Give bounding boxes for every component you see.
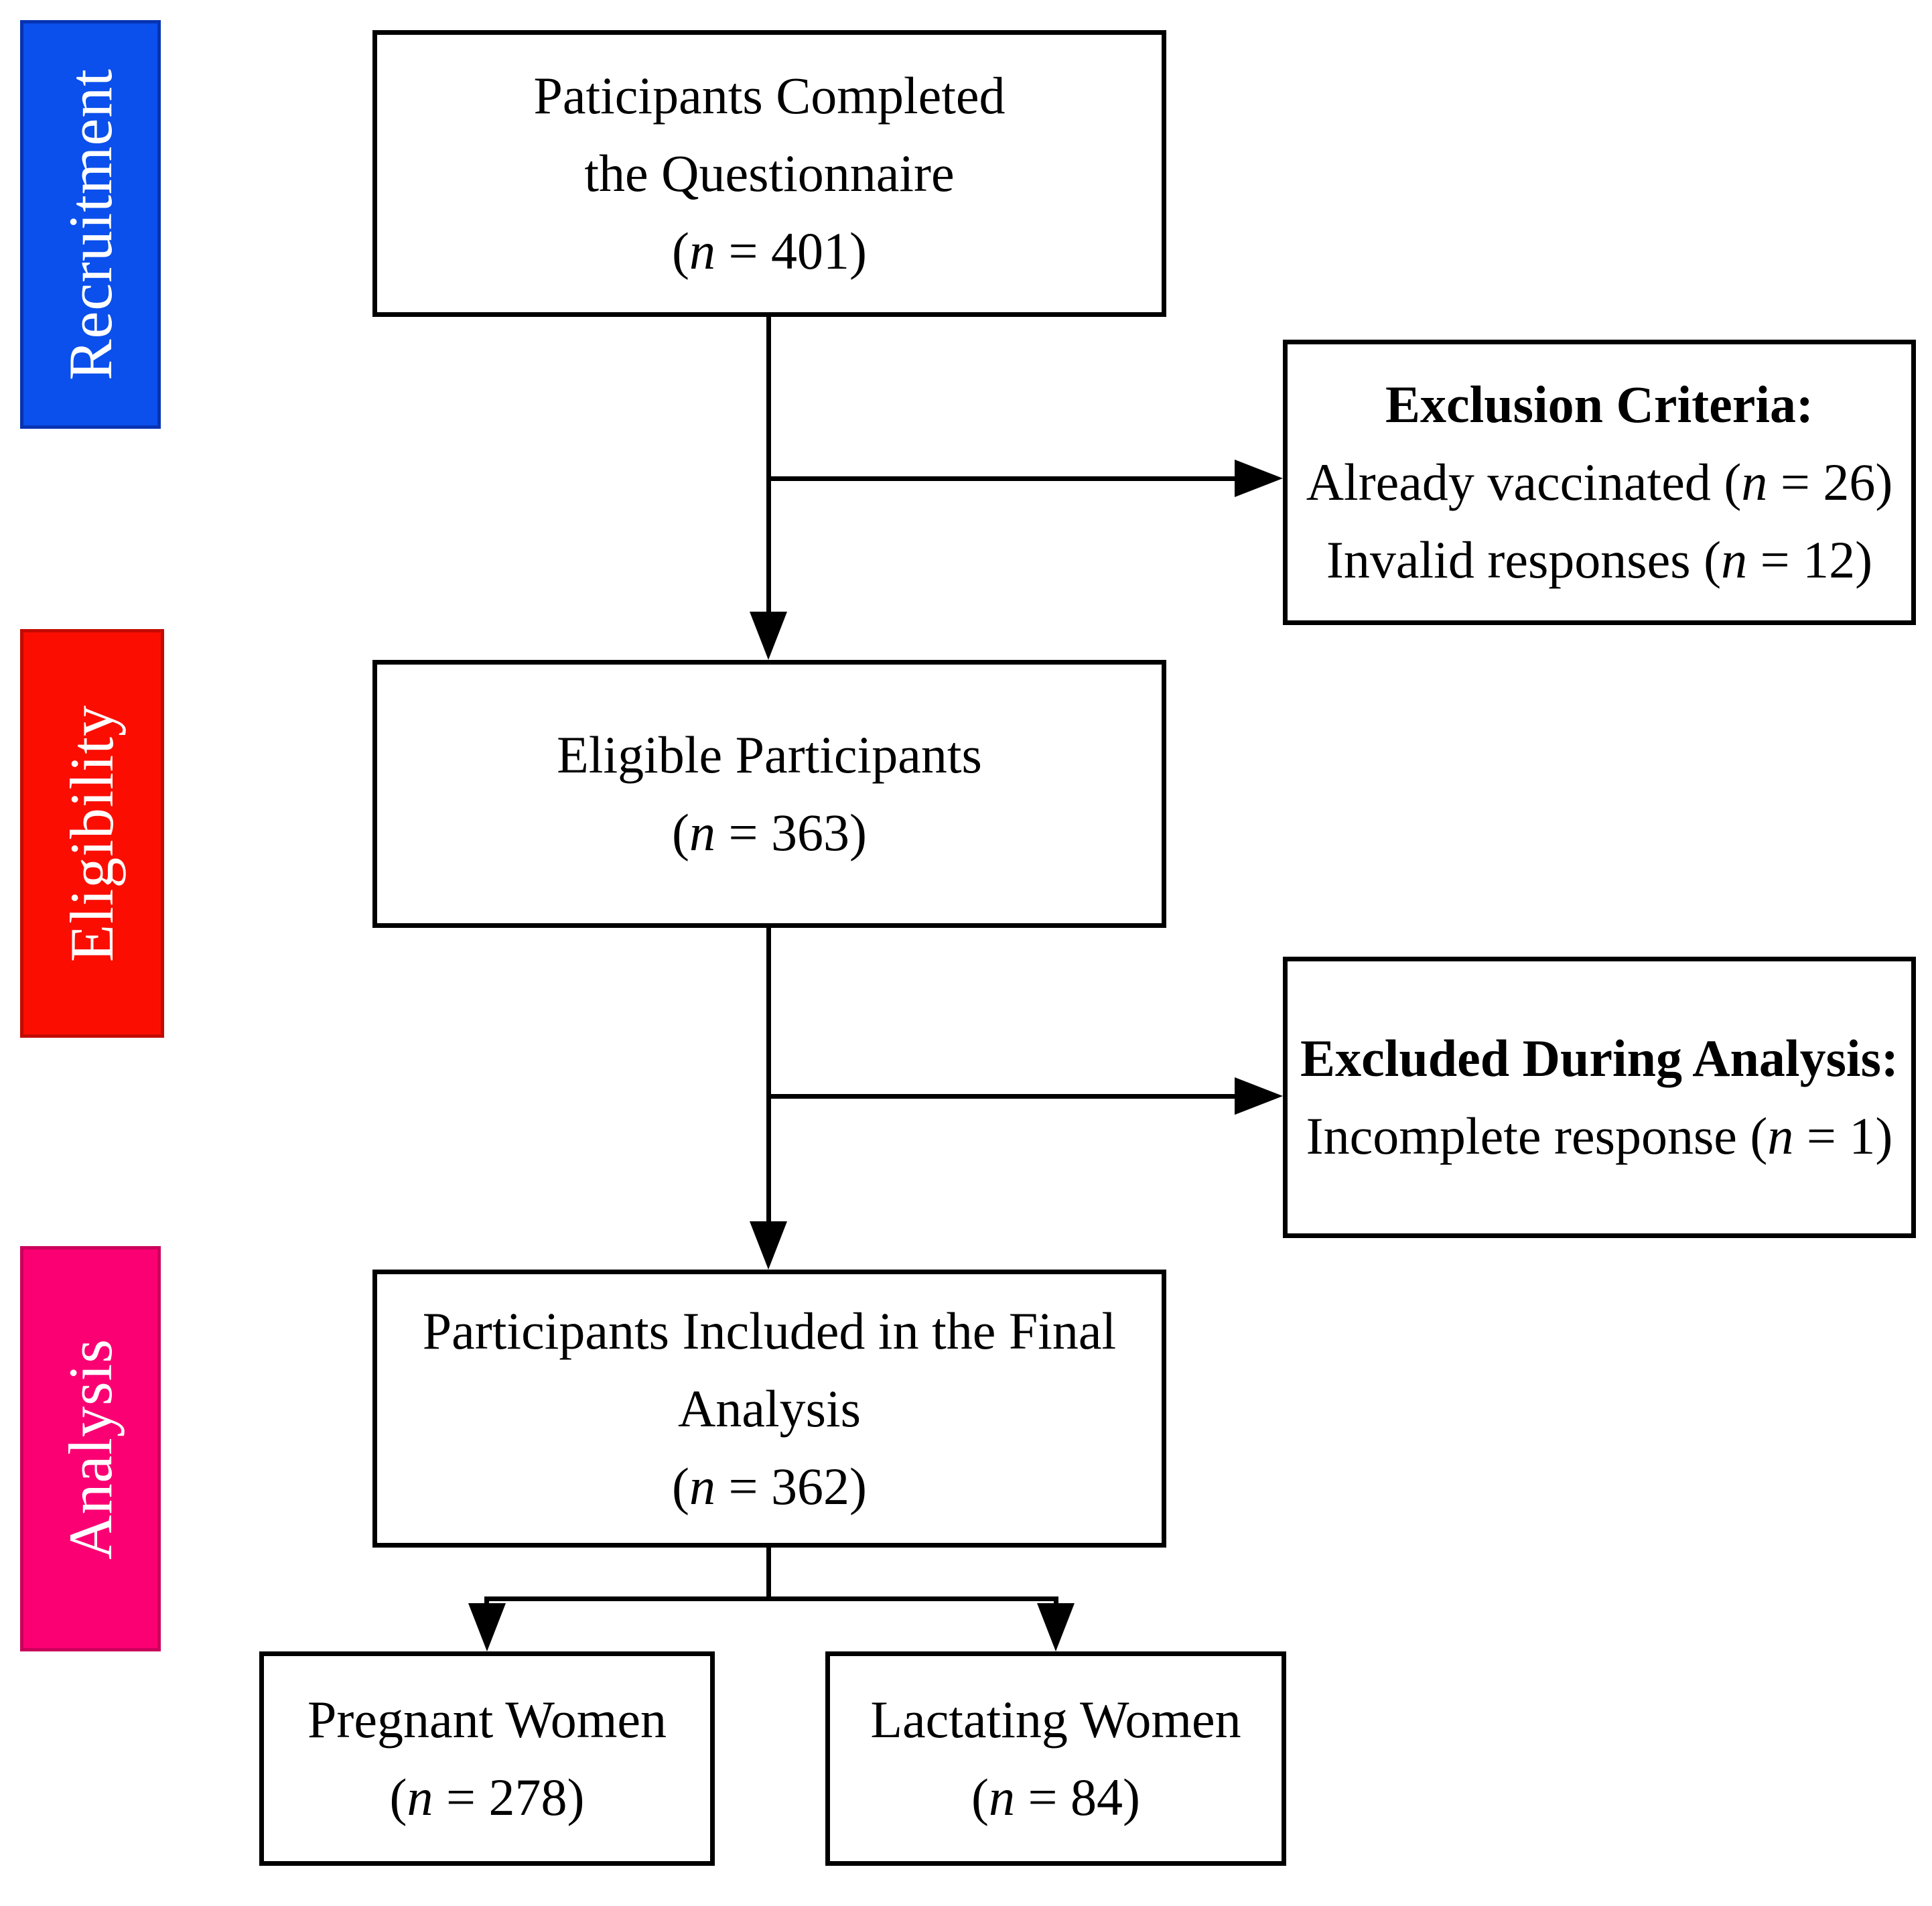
box-count: (n = 278) [389,1768,585,1826]
connector-final-stub [766,1548,771,1601]
box-count: (n = 401) [672,222,867,280]
box-item: Already vaccinated (n = 26) [1306,453,1893,511]
arrowhead-right-icon [1235,1077,1283,1115]
stage-analysis: Analysis [20,1246,161,1651]
box-item: Incomplete response (n = 1) [1306,1107,1893,1165]
box-excluded-during-analysis: Excluded During Analysis: Incomplete res… [1283,957,1916,1238]
box-text: Analysis [678,1379,861,1438]
arrowhead-down-icon [750,1221,787,1270]
stage-eligibility-label: Eligibility [58,704,127,963]
connector-to-exclusion2 [766,1094,1235,1099]
box-pregnant-women: Pregnant Women (n = 278) [259,1651,715,1866]
box-text: the Questionnaire [584,144,955,202]
stage-analysis-label: Analysis [56,1338,125,1560]
box-title: Excluded During Analysis: [1300,1029,1899,1087]
box-exclusion-criteria: Exclusion Criteria: Already vaccinated (… [1283,340,1916,625]
box-participants-completed: Paticipants Completed the Questionnaire … [372,30,1166,317]
connector-split-bar [484,1596,1058,1601]
box-count: (n = 362) [672,1456,867,1515]
arrowhead-down-icon [1037,1603,1075,1651]
box-text: Pregnant Women [307,1690,667,1749]
box-title: Exclusion Criteria: [1385,375,1814,433]
stage-eligibility: Eligibility [20,629,164,1038]
box-count: (n = 363) [672,803,867,862]
box-item: Invalid responses (n = 12) [1326,531,1873,589]
box-text: Lactating Women [870,1690,1241,1749]
stage-recruitment: Recruitment [20,20,161,429]
box-count: (n = 84) [971,1768,1140,1826]
box-text: Eligible Participants [557,726,982,784]
arrowhead-right-icon [1235,460,1283,497]
arrowhead-down-icon [468,1603,506,1651]
box-text: Participants Included in the Final [422,1301,1117,1360]
connector-top-to-eligible [766,317,771,612]
box-final-analysis: Participants Included in the Final Analy… [372,1270,1166,1548]
arrowhead-down-icon [750,612,787,660]
connector-to-exclusion1 [766,476,1235,481]
box-lactating-women: Lactating Women (n = 84) [825,1651,1286,1866]
box-eligible-participants: Eligible Participants (n = 363) [372,660,1166,928]
box-text: Paticipants Completed [533,66,1006,125]
stage-recruitment-label: Recruitment [56,68,125,381]
connector-eligible-to-final [766,928,771,1221]
